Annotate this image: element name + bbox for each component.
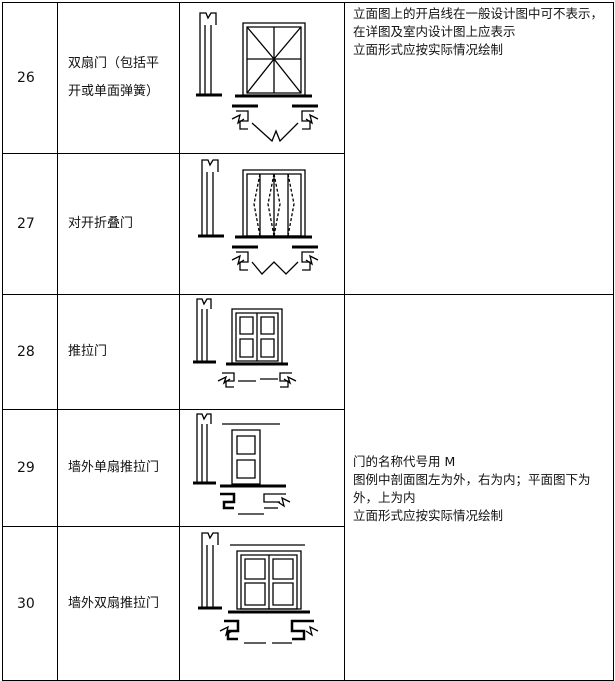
door-type-name: 双扇门（包括平开或单面弹簧） [57, 2, 180, 154]
row-number: 26 [2, 2, 58, 154]
door-type-name: 墙外单扇推拉门 [57, 409, 180, 527]
door-type-name: 对开折叠门 [57, 153, 180, 295]
row-number: 29 [2, 409, 58, 527]
note-line: 立面图上的开启线在一般设计图中可不表示，在详图及室内设计图上应表示 [353, 6, 604, 39]
door-symbol-double-leaf [179, 2, 345, 154]
single-surface-sliding-door-drawing [180, 410, 345, 526]
table-row: 30 墙外双扇推拉门 [2, 526, 614, 681]
door-symbol-bifold [179, 153, 345, 295]
table-row: 29 墙外单扇推拉门 [2, 409, 614, 527]
door-symbol-sliding [179, 294, 345, 410]
row-number: 28 [2, 294, 58, 410]
note-cell-group1: 立面图上的开启线在一般设计图中可不表示，在详图及室内设计图上应表示 立面形式应按… [344, 2, 614, 295]
note-line: 门的名称代号用 M [353, 453, 456, 469]
table-row: 26 双扇门（包括平开或单面弹簧） [2, 2, 614, 295]
double-leaf-door-drawing [180, 3, 345, 153]
note-line: 立面形式应按实际情况绘制 [353, 42, 504, 57]
row-number: 30 [2, 526, 58, 681]
note-cell-group2: 门的名称代号用 M 图例中剖面图左为外，右为内；平面图下为外，上为内 立面形式应… [344, 294, 614, 681]
note-line: 立面形式应按实际情况绘制 [353, 507, 504, 523]
note-line: 图例中剖面图左为外，右为内；平面图下为外，上为内 [353, 471, 591, 505]
table-row: 28 推拉门 [2, 294, 614, 681]
door-symbol-double-surface-sliding [179, 526, 345, 681]
sliding-door-drawing [180, 295, 345, 409]
double-surface-sliding-door-drawing [180, 527, 345, 680]
row-number: 27 [2, 153, 58, 295]
bifold-door-drawing [180, 154, 345, 294]
door-symbol-single-surface-sliding [179, 409, 345, 527]
door-type-name: 推拉门 [57, 294, 180, 410]
door-type-name: 墙外双扇推拉门 [57, 526, 180, 681]
